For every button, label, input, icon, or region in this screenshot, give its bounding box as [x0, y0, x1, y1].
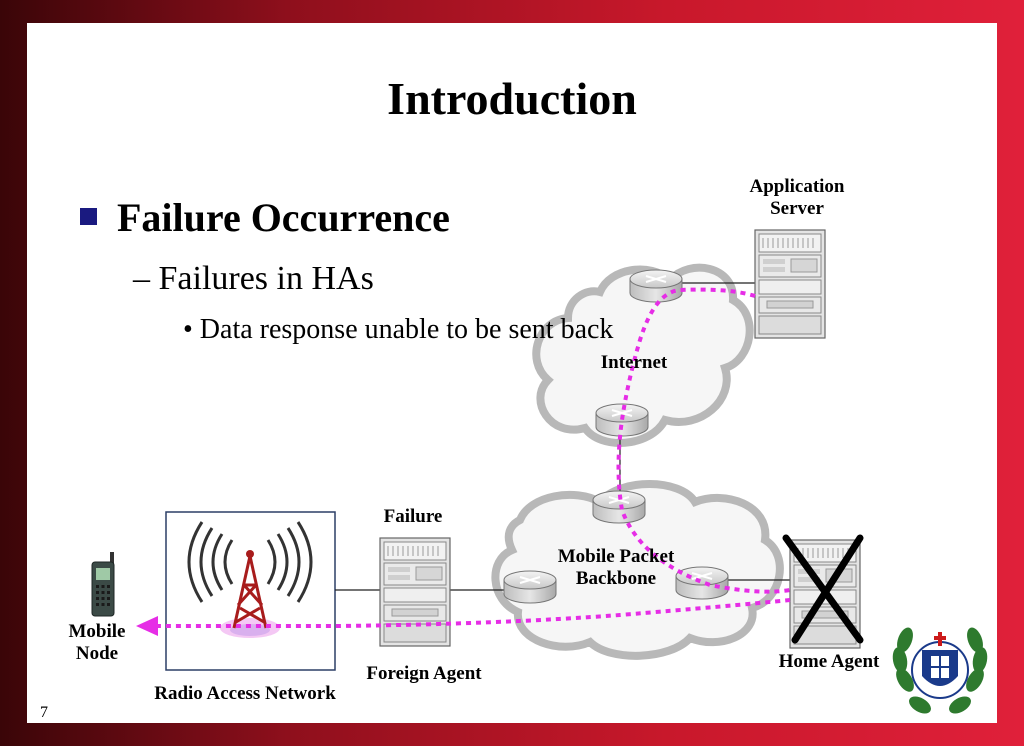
bullet-level3-text: • Data response unable to be sent back — [183, 314, 614, 345]
label-failure: Failure — [383, 506, 443, 527]
internet-cloud-icon — [532, 263, 754, 447]
bullet-failure-occurrence: Failure Occurrence — [80, 194, 450, 241]
square-bullet-icon — [80, 208, 97, 225]
label-mobile-packet-backbone: Mobile Packet Backbone — [557, 546, 675, 589]
university-logo — [892, 627, 988, 714]
bullet-level2-text: – Failures in HAs — [133, 260, 374, 297]
page-number: 7 — [40, 704, 48, 721]
internet-router-top-icon — [629, 269, 683, 303]
label-application-server: Application Server — [749, 176, 845, 219]
backbone-cloud-icon — [491, 480, 784, 660]
label-internet: Internet — [600, 352, 668, 373]
data-response-path — [158, 287, 791, 628]
label-foreign-agent: Foreign Agent — [366, 663, 482, 684]
application-server-icon — [754, 229, 826, 339]
failure-x-icon — [782, 534, 864, 644]
foreign-agent-server-icon — [379, 537, 451, 647]
label-mobile-node: Mobile Node — [68, 621, 126, 664]
bullet-level1-text: Failure Occurrence — [117, 195, 450, 240]
mobile-phone-icon — [91, 552, 115, 617]
path-arrowhead — [136, 616, 158, 636]
label-home-agent: Home Agent — [778, 651, 880, 672]
label-radio-access-network: Radio Access Network — [154, 683, 336, 704]
slide-title: Introduction — [387, 73, 637, 124]
